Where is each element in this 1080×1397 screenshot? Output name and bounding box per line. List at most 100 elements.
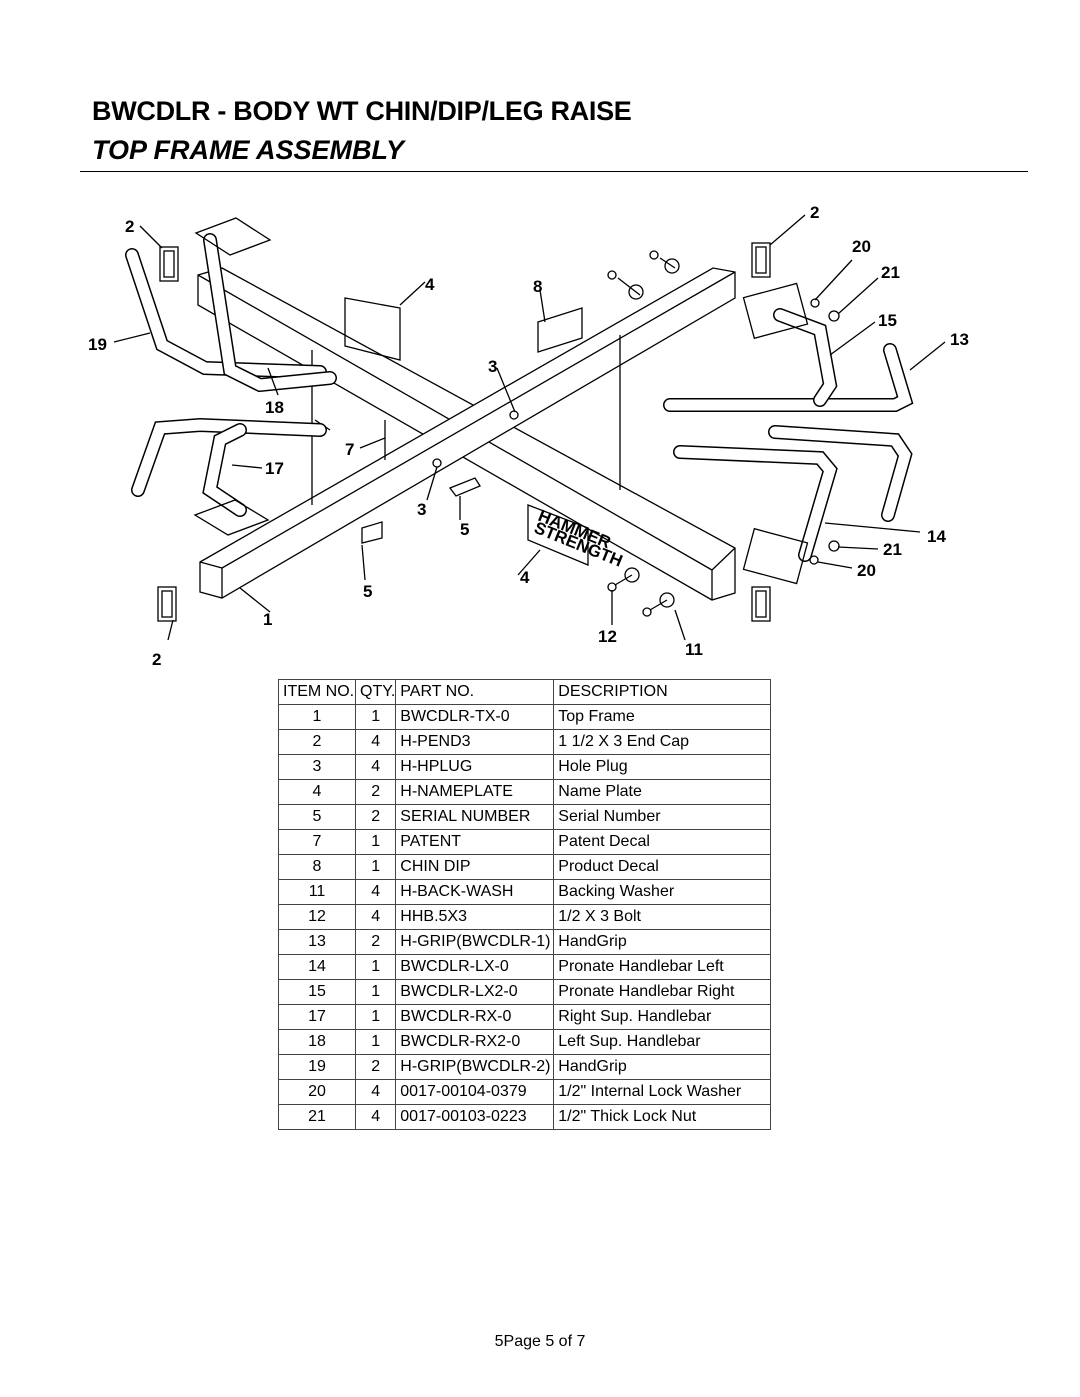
callout-label: 20: [852, 237, 871, 256]
callout-label: 11: [685, 640, 703, 659]
cell-qty: 4: [354, 1104, 397, 1130]
callout-label: 21: [883, 540, 902, 559]
cell-part-no: BWCDLR-TX-0: [395, 704, 555, 730]
cell-description: Backing Washer: [553, 879, 772, 905]
cell-qty: 1: [354, 854, 397, 880]
callout-label: 5: [363, 582, 372, 601]
header-part-no: PART NO.: [395, 679, 555, 705]
callout-label: 2: [125, 217, 134, 236]
name-plate-decal: [344, 297, 401, 361]
page-title: BWCDLR - BODY WT CHIN/DIP/LEG RAISE: [92, 96, 632, 126]
cell-part-no: H-PEND3: [395, 729, 555, 755]
cell-qty: 2: [354, 804, 397, 830]
cell-description: Product Decal: [553, 854, 772, 880]
cell-description: Top Frame: [553, 704, 772, 730]
header-item-no: ITEM NO.: [278, 679, 356, 705]
cell-part-no: HHB.5X3: [395, 904, 555, 930]
cell-qty: 2: [354, 929, 397, 955]
cell-item-no: 2: [278, 729, 356, 755]
product-decal: [537, 307, 583, 353]
cell-description: 1/2 X 3 Bolt: [553, 904, 772, 930]
cell-part-no: BWCDLR-RX-0: [395, 1004, 555, 1030]
lock-washer-top: [810, 298, 820, 308]
cell-description: 1/2" Thick Lock Nut: [553, 1104, 772, 1130]
cell-item-no: 1: [278, 704, 356, 730]
cell-item-no: 7: [278, 829, 356, 855]
cell-description: Pronate Handlebar Left: [553, 954, 772, 980]
cell-item-no: 3: [278, 754, 356, 780]
cell-item-no: 19: [278, 1054, 356, 1080]
cell-description: Patent Decal: [553, 829, 772, 855]
cell-description: Left Sup. Handlebar: [553, 1029, 772, 1055]
bolt-set-top: [607, 250, 680, 300]
callout-label: 15: [878, 311, 897, 330]
lock-nut-bottom: [828, 540, 840, 552]
callout-label: 21: [881, 263, 900, 282]
cell-item-no: 15: [278, 979, 356, 1005]
lock-nut-top: [828, 310, 840, 322]
title-divider: [80, 171, 1028, 172]
end-cap-1: [159, 246, 179, 282]
cell-qty: 4: [354, 754, 397, 780]
callout-label: 14: [927, 527, 946, 546]
mount-plate-left-top: [194, 217, 272, 256]
cell-part-no: H-NAMEPLATE: [395, 779, 555, 805]
cell-item-no: 13: [278, 929, 356, 955]
cell-item-no: 20: [278, 1079, 356, 1105]
cell-item-no: 4: [278, 779, 356, 805]
bolt-set-bottom: [607, 567, 675, 617]
cell-part-no: BWCDLR-RX2-0: [395, 1029, 555, 1055]
callout-label: 3: [488, 357, 497, 376]
cell-item-no: 18: [278, 1029, 356, 1055]
header-description: DESCRIPTION: [553, 679, 772, 705]
cell-item-no: 8: [278, 854, 356, 880]
callout-label: 2: [810, 203, 819, 222]
cell-qty: 1: [354, 704, 397, 730]
cell-item-no: 21: [278, 1104, 356, 1130]
callout-label: 5: [460, 520, 469, 539]
cell-description: 1 1/2 X 3 End Cap: [553, 729, 772, 755]
header-qty: QTY.: [354, 679, 397, 705]
cell-qty: 1: [354, 829, 397, 855]
callout-label: 7: [345, 440, 354, 459]
cell-description: 1/2" Internal Lock Washer: [553, 1079, 772, 1105]
callout-label: 20: [857, 561, 876, 580]
page-subtitle: TOP FRAME ASSEMBLY: [92, 135, 405, 165]
cell-item-no: 14: [278, 954, 356, 980]
cell-qty: 4: [354, 1079, 397, 1105]
mount-plate-left-bottom: [193, 499, 270, 536]
callout-label: 13: [950, 330, 969, 349]
callout-label: 8: [533, 277, 542, 296]
cell-part-no: H-HPLUG: [395, 754, 555, 780]
cell-part-no: 0017-00103-0223: [395, 1104, 555, 1130]
cell-qty: 1: [354, 979, 397, 1005]
end-cap-3: [157, 586, 177, 622]
cell-qty: 1: [354, 954, 397, 980]
cell-item-no: 5: [278, 804, 356, 830]
callout-label: 4: [425, 275, 435, 294]
end-cap-4: [751, 586, 771, 622]
cell-part-no: H-GRIP(BWCDLR-1): [395, 929, 555, 955]
cell-qty: 4: [354, 904, 397, 930]
cell-part-no: PATENT: [395, 829, 555, 855]
cell-qty: 4: [354, 879, 397, 905]
cell-part-no: SERIAL NUMBER: [395, 804, 555, 830]
page-footer: 5Page 5 of 7: [494, 1333, 586, 1350]
serial-decal-2: [361, 521, 383, 544]
cell-description: HandGrip: [553, 929, 772, 955]
